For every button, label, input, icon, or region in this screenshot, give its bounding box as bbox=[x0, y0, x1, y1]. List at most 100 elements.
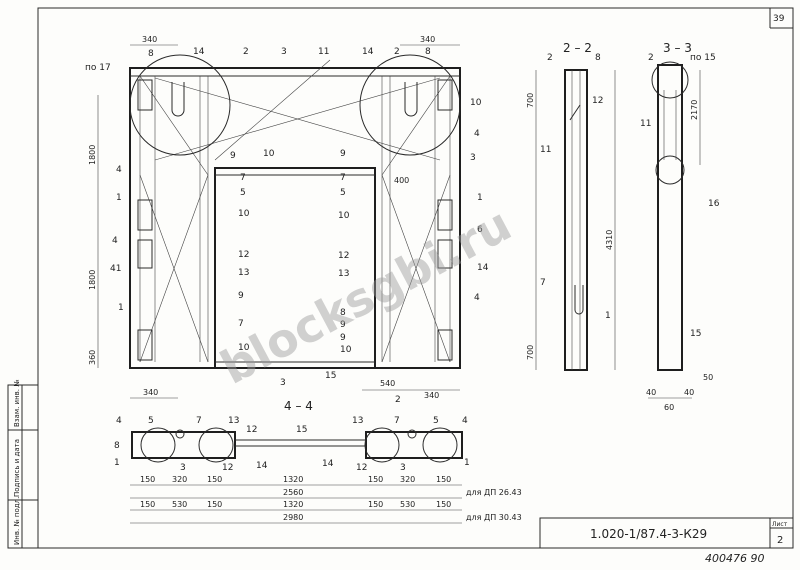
drawing-label: 10 bbox=[263, 149, 275, 159]
drawing-label: 4 bbox=[474, 129, 480, 139]
drawing-label: 4 bbox=[474, 293, 480, 303]
section-2-2: 2 – 2 700 700 4310 2 8 12 11 7 1 bbox=[526, 41, 616, 371]
drawing-label: 3 bbox=[280, 378, 286, 388]
drawing-label: 8 bbox=[595, 53, 601, 63]
stamp-inv-podl: Инв. № подл. bbox=[13, 497, 21, 545]
drawing-label: 15 bbox=[690, 329, 701, 339]
drawing-label: 320 bbox=[172, 475, 187, 484]
drawing-label: 9 bbox=[238, 291, 244, 301]
drawing-label: 9 bbox=[340, 320, 346, 330]
main-elevation bbox=[129, 54, 461, 369]
drawing-label: 3 bbox=[281, 47, 287, 57]
drawing-label: 10 bbox=[338, 211, 350, 221]
drawing-label: 340 bbox=[142, 35, 157, 44]
drawing-label: 340 bbox=[143, 388, 158, 397]
sheet-value: 2 bbox=[777, 535, 783, 546]
drawing-label: 150 bbox=[436, 475, 451, 484]
drawing-label: 1800 bbox=[88, 145, 97, 165]
drawing-label: 11 bbox=[540, 145, 551, 155]
document-code: 1.020-1/87.4-3-К29 bbox=[590, 527, 707, 541]
drawing-label: 150 bbox=[207, 500, 222, 509]
drawing-label: 13 bbox=[238, 268, 249, 278]
drawing-label: 1320 bbox=[283, 500, 303, 509]
drawing-label: 13 bbox=[338, 269, 349, 279]
drawing-label: 4 – 4 bbox=[284, 399, 313, 413]
drawing-label: 40 bbox=[646, 388, 656, 397]
dimension-rows: 150 320 150 1320 150 320 150 2560 для ДП… bbox=[130, 475, 522, 524]
drawing-label: 14 bbox=[193, 47, 205, 57]
main-marks: по 17 8 14 2 3 11 14 2 8 10 4 3 1 6 14 4… bbox=[85, 47, 489, 405]
drawing-label: 12 bbox=[338, 251, 349, 261]
drawing-label: 3 bbox=[180, 463, 186, 473]
drawing-label: 12 bbox=[238, 250, 249, 260]
drawing-label: 10 bbox=[470, 98, 482, 108]
drawing-label: 2 bbox=[395, 395, 401, 405]
drawing-label: 360 bbox=[88, 350, 97, 365]
drawing-label: 700 bbox=[526, 345, 535, 360]
drawing-label: 14 bbox=[362, 47, 374, 57]
sheet-frame bbox=[37, 7, 794, 549]
drawing-label: 150 bbox=[140, 475, 155, 484]
drawing-label: 7 bbox=[240, 173, 246, 183]
drawing-label: 9 bbox=[340, 149, 346, 159]
drawing-label: 10 bbox=[238, 209, 250, 219]
drawing-label: 2 bbox=[394, 47, 400, 57]
drawing-label: 1 bbox=[116, 193, 122, 203]
drawing-label: 1320 bbox=[283, 475, 303, 484]
callout-po15: по 15 bbox=[690, 53, 716, 63]
archive-stamp: 400476 90 bbox=[705, 552, 765, 565]
drawing-label: 1 bbox=[118, 303, 124, 313]
drawing-label: 8 bbox=[114, 441, 120, 451]
drawing-label: 5 bbox=[148, 416, 154, 426]
drawing-label: 150 bbox=[207, 475, 222, 484]
drawing-label: 320 bbox=[400, 475, 415, 484]
drawing-label: 12 bbox=[356, 463, 367, 473]
drawing-label: 15 bbox=[296, 425, 307, 435]
sheet-label: Лист bbox=[772, 521, 788, 528]
drawing-label: 7 bbox=[238, 319, 244, 329]
drawing-label: 8 bbox=[148, 49, 154, 59]
drawing-label: 11 bbox=[640, 119, 651, 129]
drawing-label: 2 bbox=[648, 53, 654, 63]
drawing-label: 3 bbox=[470, 153, 476, 163]
drawing-label: 1 bbox=[477, 193, 483, 203]
drawing-label: 15 bbox=[325, 371, 336, 381]
stamp-podp-data: Подпись и дата bbox=[13, 439, 21, 497]
drawing-label: 9 bbox=[340, 333, 346, 343]
title-block: 1.020-1/87.4-3-К29 Лист 2 bbox=[539, 517, 794, 549]
drawing-label: 60 bbox=[664, 403, 674, 412]
drawing-label: 4 bbox=[116, 416, 122, 426]
drawing-label: 13 bbox=[228, 416, 239, 426]
drawing-label: 340 bbox=[420, 35, 435, 44]
label-dp2643: для ДП 26.43 bbox=[466, 488, 522, 497]
drawing-label: 1 bbox=[605, 311, 611, 321]
drawing-label: 2980 bbox=[283, 513, 303, 522]
drawing-label: 16 bbox=[708, 199, 720, 209]
drawing-label: 5 bbox=[433, 416, 439, 426]
drawing-label: 150 bbox=[368, 500, 383, 509]
drawing-label: 40 bbox=[684, 388, 694, 397]
drawing-label: 700 bbox=[526, 93, 535, 108]
drawing-label: 530 bbox=[400, 500, 415, 509]
drawing-label: 7 bbox=[540, 278, 546, 288]
stamp-vzam-inv: Взам. инв. № bbox=[13, 379, 21, 427]
drawing-label: 2560 bbox=[283, 488, 303, 497]
drawing-label: 3 bbox=[400, 463, 406, 473]
drawing-label: 530 bbox=[172, 500, 187, 509]
drawing-label: 14 bbox=[477, 263, 489, 273]
drawing-label: 12 bbox=[246, 425, 257, 435]
side-stamp: Инв. № подл. Подпись и дата Взам. инв. № bbox=[7, 379, 39, 549]
sheet-number: 39 bbox=[773, 14, 785, 24]
drawing-label: 11 bbox=[318, 47, 329, 57]
drawing-label: 540 bbox=[380, 379, 395, 388]
drawing-label: 2 bbox=[547, 53, 553, 63]
drawing-label: 9 bbox=[230, 151, 236, 161]
drawing-label: 12 bbox=[592, 96, 603, 106]
drawing-label: 2 bbox=[243, 47, 249, 57]
drawing-label: 1 bbox=[464, 458, 470, 468]
drawing-label: 5 bbox=[340, 188, 346, 198]
drawing-label: 1 bbox=[114, 458, 120, 468]
drawing-label: 14 bbox=[322, 459, 334, 469]
drawing-label: 10 bbox=[238, 343, 250, 353]
